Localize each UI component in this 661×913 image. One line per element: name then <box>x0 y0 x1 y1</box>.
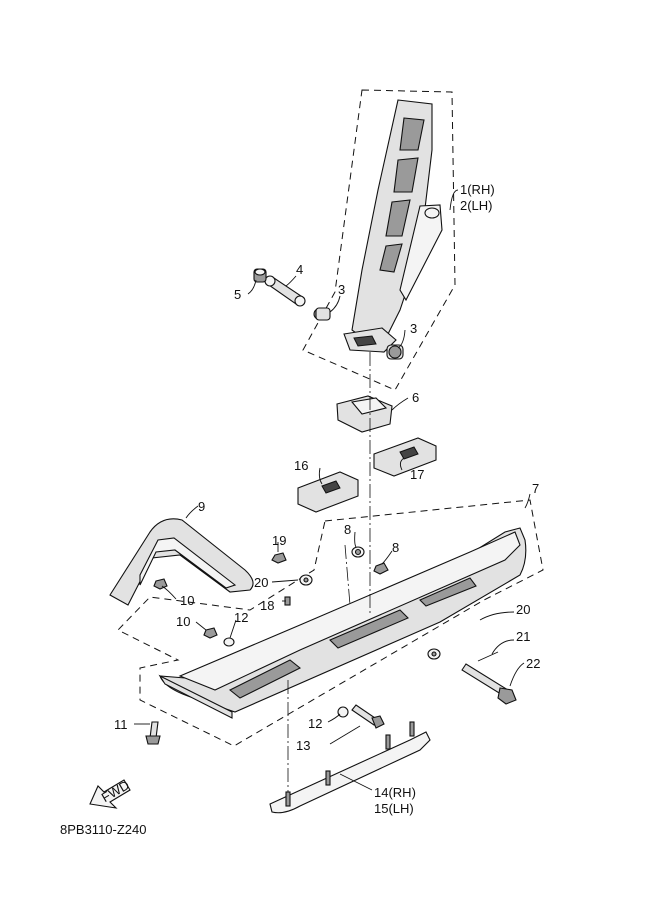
label-12-lower: 12 <box>308 716 322 731</box>
bushing-part-3-right <box>386 344 404 360</box>
label-7: 7 <box>532 481 539 496</box>
label-10-upper: 10 <box>180 593 194 608</box>
washer-part-12-upper <box>223 637 235 647</box>
label-13: 13 <box>296 738 310 753</box>
label-21: 21 <box>516 629 530 644</box>
label-19: 19 <box>272 533 286 548</box>
label-22: 22 <box>526 656 540 671</box>
washer-part-20-lower <box>427 648 441 660</box>
label-10-lower: 10 <box>176 614 190 629</box>
label-20-upper: 20 <box>254 575 268 590</box>
label-14: 14(RH) <box>374 785 416 800</box>
label-12-upper: 12 <box>234 610 248 625</box>
bolt-part-13 <box>351 704 385 729</box>
spindle-group-outline <box>302 89 456 391</box>
label-1: 1(RH) <box>460 182 495 197</box>
nut-part-8-right <box>373 562 389 575</box>
label-15: 15(LH) <box>374 801 414 816</box>
diagram-code: 8PB3110-Z240 <box>60 822 147 837</box>
fwd-arrow-icon: FWD <box>89 777 132 809</box>
nut-part-10-handle <box>153 578 168 590</box>
washer-part-20-upper <box>299 574 313 586</box>
runner-part-14-15 <box>269 721 431 814</box>
label-8-left: 8 <box>344 522 351 537</box>
damper-part-6 <box>336 395 393 433</box>
pad-part-17 <box>373 437 437 477</box>
bolt-axis-line <box>344 544 351 606</box>
label-11: 11 <box>114 717 128 732</box>
bushing-part-3-left <box>313 307 331 321</box>
handle-part-9 <box>109 518 254 606</box>
label-17: 17 <box>410 467 424 482</box>
label-20-lower: 20 <box>516 602 530 617</box>
collar-part-4 <box>264 275 306 307</box>
label-3-right: 3 <box>410 321 417 336</box>
label-5: 5 <box>234 287 241 302</box>
label-6: 6 <box>412 390 419 405</box>
washer-part-12-lower <box>337 706 349 718</box>
label-2: 2(LH) <box>460 198 493 213</box>
nut-part-10-lower <box>203 627 218 639</box>
bolt-part-22 <box>461 663 517 705</box>
label-16: 16 <box>294 458 308 473</box>
nut-part-19 <box>271 552 287 564</box>
cap-part-5 <box>253 268 267 283</box>
label-3-left: 3 <box>338 282 345 297</box>
spindle-part <box>343 99 443 353</box>
bolt-part-11 <box>145 721 161 745</box>
label-8-right: 8 <box>392 540 399 555</box>
pad-part-16 <box>297 471 359 513</box>
label-9: 9 <box>198 499 205 514</box>
ski-part-7 <box>158 527 527 719</box>
nut-part-8-left <box>351 546 365 558</box>
ski-group-outline <box>117 499 544 747</box>
label-4: 4 <box>296 262 303 277</box>
label-18: 18 <box>260 598 274 613</box>
pin-part-21 <box>477 651 499 662</box>
fwd-label: FWD <box>99 777 132 805</box>
